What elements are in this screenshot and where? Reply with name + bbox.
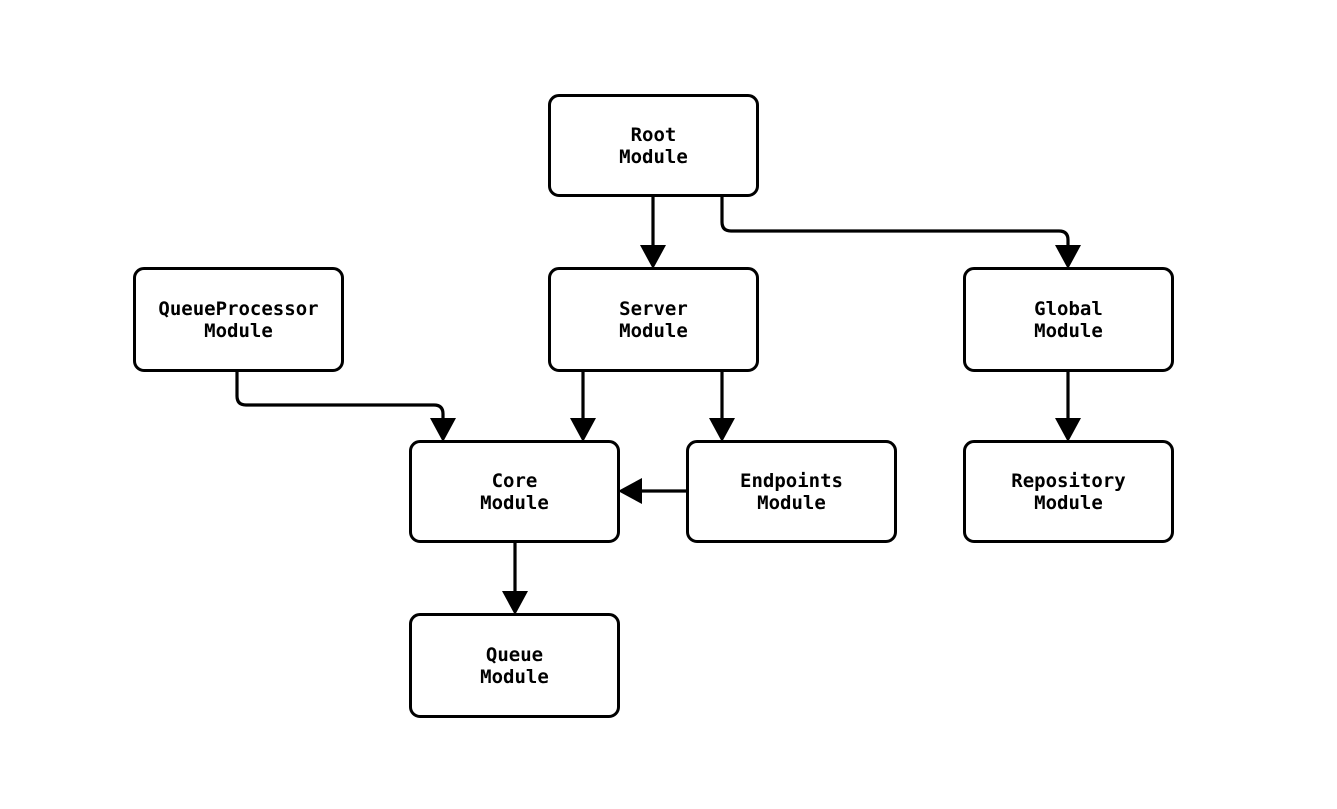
node-core-module-label-line1: Core — [491, 469, 538, 492]
edge-queueprocessor-to-core — [235, 372, 456, 442]
edge-server-to-endpoints — [709, 372, 735, 442]
node-queue-module-label-line1: Queue — [485, 643, 544, 666]
node-core-module[interactable]: Core Module — [409, 440, 620, 543]
node-root-module[interactable]: Root Module — [548, 94, 759, 197]
node-queueprocessor-module-label-line2: Module — [204, 319, 273, 342]
node-endpoints-module-label-line1: Endpoints — [740, 469, 843, 492]
node-global-module[interactable]: Global Module — [963, 267, 1174, 372]
node-repository-module-label-line2: Module — [1034, 491, 1103, 514]
node-queueprocessor-module[interactable]: QueueProcessor Module — [133, 267, 344, 372]
node-global-module-label-line2: Module — [1034, 319, 1103, 342]
edge-root-to-global — [720, 197, 1081, 269]
edge-root-to-server — [640, 197, 666, 269]
node-global-module-label-line1: Global — [1034, 297, 1103, 320]
edge-global-to-repository — [1055, 372, 1081, 442]
node-server-module-label-line1: Server — [619, 297, 688, 320]
node-repository-module[interactable]: Repository Module — [963, 440, 1174, 543]
edge-core-to-queue — [502, 543, 528, 615]
node-server-module-label-line2: Module — [619, 319, 688, 342]
node-repository-module-label-line1: Repository — [1011, 469, 1126, 492]
node-server-module[interactable]: Server Module — [548, 267, 759, 372]
edge-endpoints-to-core — [618, 478, 686, 504]
node-root-module-label-line2: Module — [619, 145, 688, 168]
node-queue-module-label-line2: Module — [480, 665, 549, 688]
node-queueprocessor-module-label-line1: QueueProcessor — [158, 297, 319, 320]
node-core-module-label-line2: Module — [480, 491, 549, 514]
node-endpoints-module[interactable]: Endpoints Module — [686, 440, 897, 543]
node-root-module-label-line1: Root — [630, 123, 677, 146]
edge-server-to-core — [570, 372, 596, 442]
node-endpoints-module-label-line2: Module — [757, 491, 826, 514]
node-queue-module[interactable]: Queue Module — [409, 613, 620, 718]
